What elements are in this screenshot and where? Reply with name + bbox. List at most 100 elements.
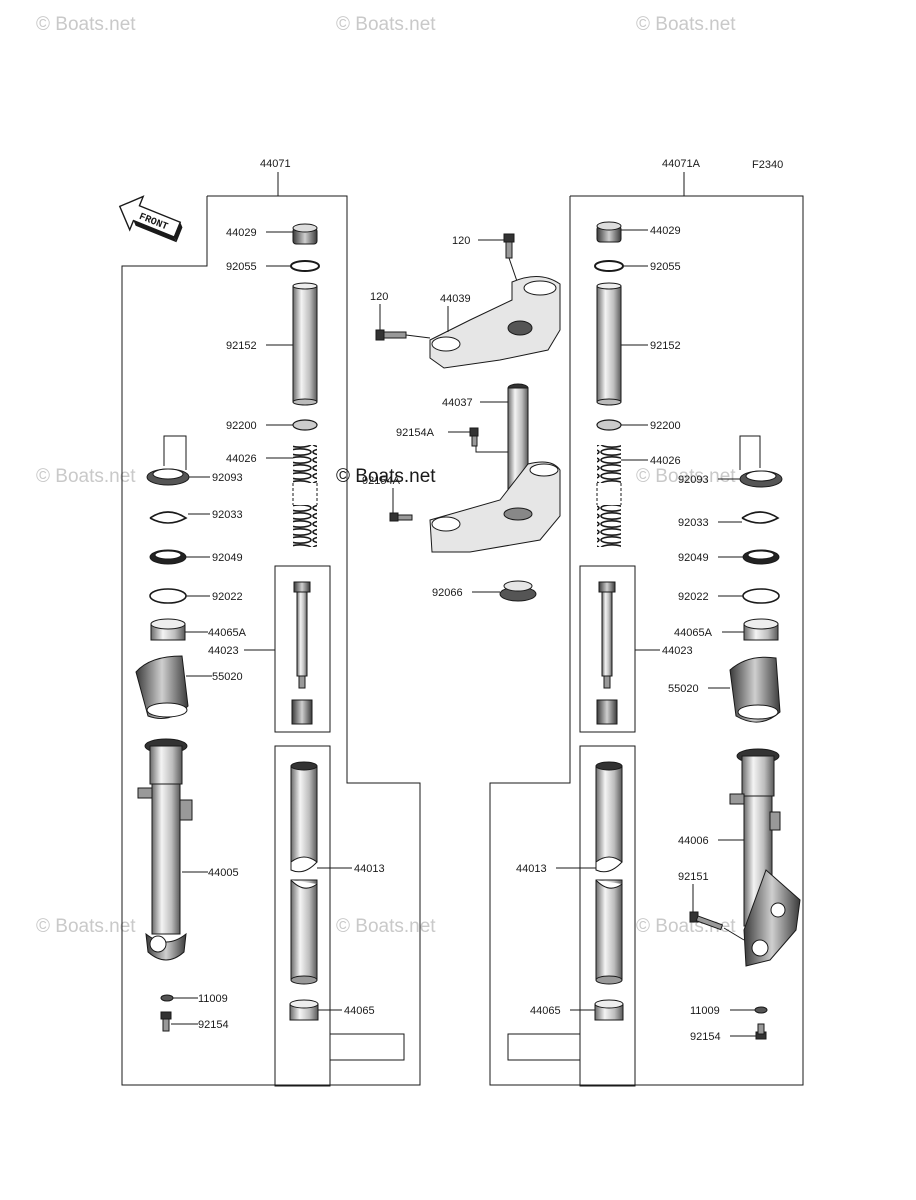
inner-tube-box <box>579 745 636 1087</box>
watermark-text: © Boats.net <box>636 14 736 35</box>
gasket <box>160 994 174 1002</box>
part-label: 120 <box>452 235 470 247</box>
watermark-text: © Boats.net <box>336 466 436 487</box>
outer-fork-tube <box>729 748 801 967</box>
fork-cap-bolt <box>292 223 318 245</box>
part-label: 44065A <box>208 627 247 639</box>
o-ring <box>594 260 624 272</box>
part-label: 92200 <box>226 420 257 432</box>
part-label: 44013 <box>516 863 547 875</box>
bolt <box>689 911 724 931</box>
fork-guard <box>135 655 189 719</box>
spacer-tube <box>596 282 622 406</box>
part-label: 92049 <box>678 552 709 564</box>
part-label: 92093 <box>212 472 243 484</box>
circlip <box>741 511 780 524</box>
part-label: 92022 <box>212 591 243 603</box>
watermarks: © Boats.net © Boats.net © Boats.net © Bo… <box>36 14 736 937</box>
fork-cap-bolt <box>596 221 622 243</box>
bolt <box>469 427 479 447</box>
right-assembly-label: 44071A <box>662 158 701 170</box>
part-label: 92154A <box>362 475 401 487</box>
bushing <box>594 999 624 1021</box>
watermark-text: © Boats.net <box>36 14 136 35</box>
washer <box>596 419 622 431</box>
outer-fork-tube <box>137 738 193 961</box>
part-label: 44039 <box>440 293 471 305</box>
dust-seal <box>149 549 187 565</box>
part-label: 92154A <box>396 427 435 439</box>
bearing-seal <box>499 580 537 602</box>
inner-fork-tube <box>595 761 623 985</box>
part-label: 92152 <box>650 340 681 352</box>
bolt <box>375 329 407 341</box>
gasket <box>754 1006 768 1014</box>
part-label: 44029 <box>650 225 681 237</box>
part-label: 44006 <box>678 835 709 847</box>
front-arrow: FRONT <box>118 195 183 243</box>
circlip <box>149 511 188 524</box>
steering-assembly: 120 120 44039 44037 <box>362 233 561 602</box>
part-label: 92151 <box>678 871 709 883</box>
lower-steering-bracket <box>429 461 561 553</box>
fork-spring <box>596 445 622 547</box>
part-label: 44005 <box>208 867 239 879</box>
part-label: 44029 <box>226 227 257 239</box>
watermark-text: © Boats.net <box>36 916 136 937</box>
part-label: 92066 <box>432 587 463 599</box>
left-fork-assembly: 44071 44029 92055 92152 92200 <box>121 158 421 1087</box>
part-label: 120 <box>370 291 388 303</box>
bolt <box>755 1023 767 1040</box>
part-label: 44037 <box>442 397 473 409</box>
part-label: 55020 <box>212 671 243 683</box>
part-label: 44013 <box>354 863 385 875</box>
part-label: 44023 <box>208 645 239 657</box>
part-label: 44023 <box>662 645 693 657</box>
watermark-text: © Boats.net <box>36 466 136 487</box>
bushing <box>743 618 779 641</box>
watermark-text: © Boats.net <box>636 466 736 487</box>
part-label: 92152 <box>226 340 257 352</box>
cylinder-box <box>274 565 331 733</box>
fork-spring <box>292 445 318 547</box>
oil-seal <box>146 435 190 486</box>
part-label: 92154 <box>690 1031 721 1043</box>
washer <box>149 588 187 604</box>
part-label: 92049 <box>212 552 243 564</box>
upper-steering-bracket <box>429 276 561 369</box>
part-label: 92200 <box>650 420 681 432</box>
oil-seal <box>739 435 783 488</box>
damper-cylinder <box>291 581 313 725</box>
dust-seal <box>742 549 780 565</box>
part-label: 92055 <box>226 261 257 273</box>
bushing <box>289 999 319 1021</box>
part-label: 44026 <box>226 453 257 465</box>
part-label: 44065 <box>530 1005 561 1017</box>
part-label: 92055 <box>650 261 681 273</box>
part-label: 44065 <box>344 1005 375 1017</box>
watermark-text: © Boats.net <box>336 14 436 35</box>
watermark-text: © Boats.net <box>336 916 436 937</box>
part-label: 92154 <box>198 1019 229 1031</box>
part-label: 92033 <box>678 517 709 529</box>
part-label: 92093 <box>678 474 709 486</box>
part-label: 55020 <box>668 683 699 695</box>
part-label: 92022 <box>678 591 709 603</box>
washer <box>292 419 318 431</box>
part-label: 92033 <box>212 509 243 521</box>
left-assembly-label: 44071 <box>260 158 291 170</box>
right-fork-assembly: 44071A 44029 92055 92152 92200 <box>489 158 804 1087</box>
bushing <box>150 618 186 641</box>
spacer-tube <box>292 282 318 406</box>
cylinder-box <box>579 565 636 733</box>
inner-tube-box <box>274 745 331 1087</box>
inner-fork-tube <box>290 761 318 985</box>
washer <box>742 588 780 604</box>
part-label: 44065A <box>674 627 713 639</box>
bolt <box>160 1011 172 1032</box>
damper-cylinder <box>596 581 618 725</box>
part-label: 11009 <box>198 993 228 1005</box>
part-label: 44026 <box>650 455 681 467</box>
bolt <box>503 233 515 259</box>
